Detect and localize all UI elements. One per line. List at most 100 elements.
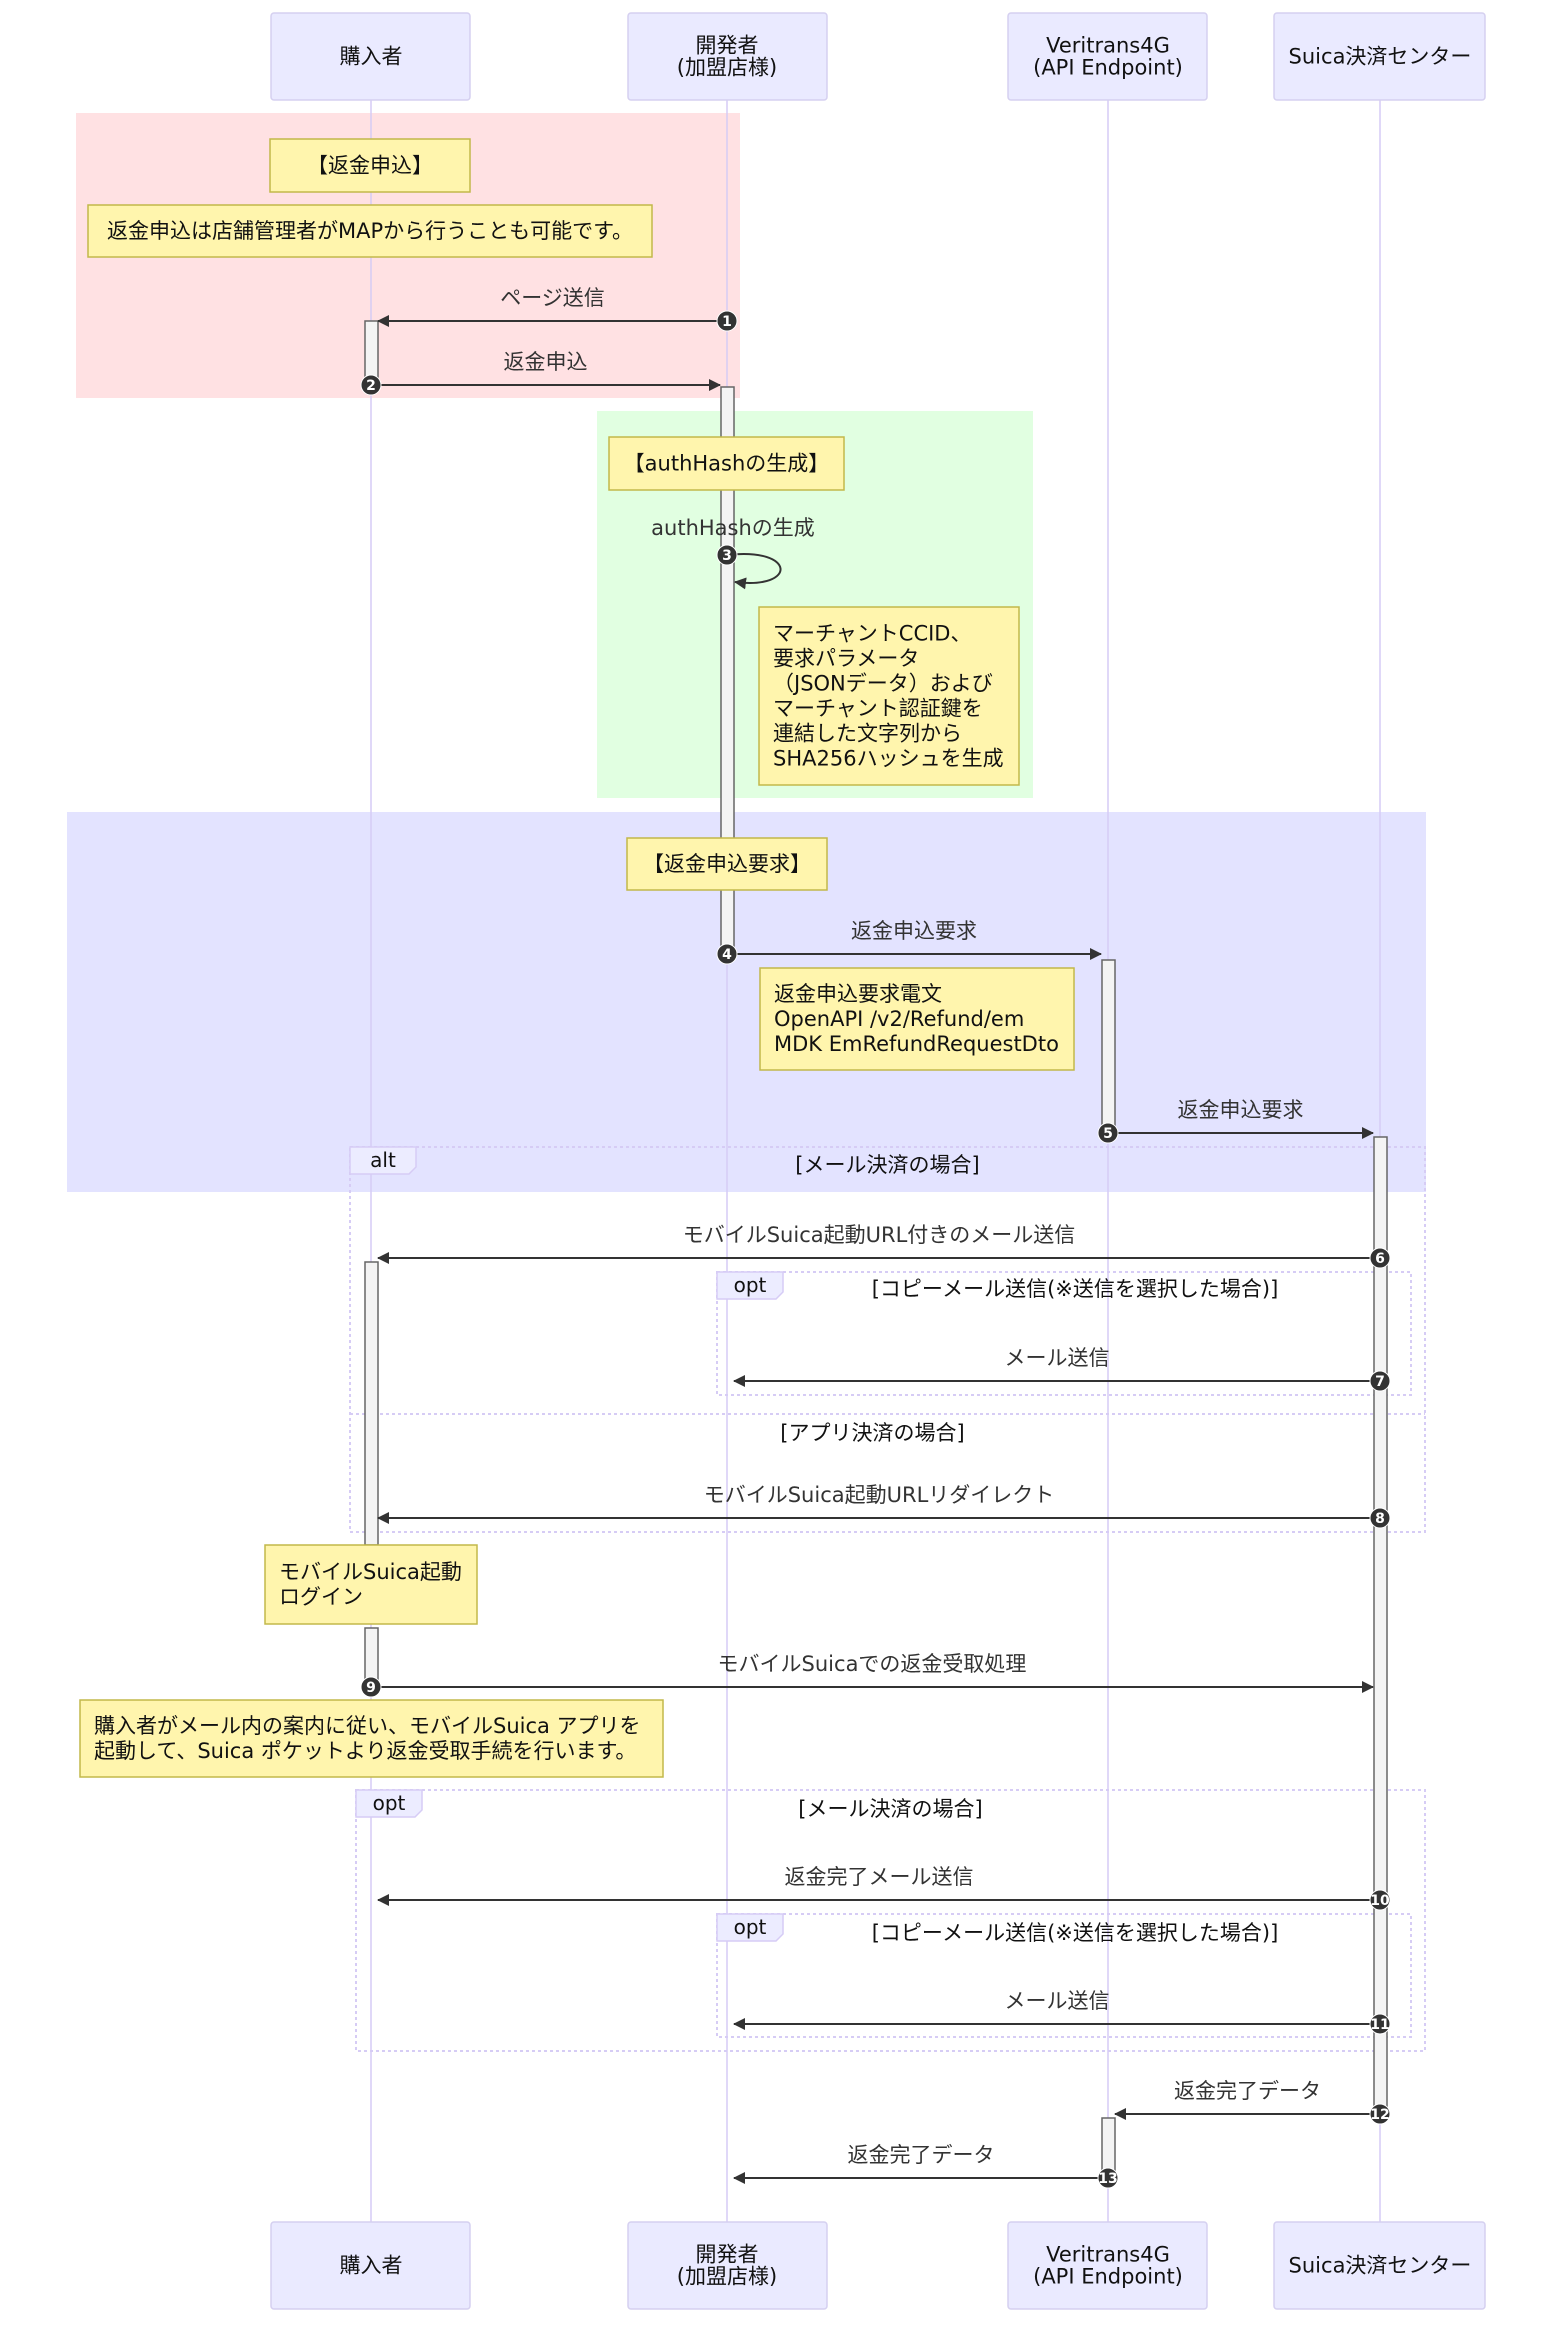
note-text: 【返金申込要求】 [643,852,811,876]
note-text: マーチャントCCID、 [773,622,971,646]
note-box [758,606,1020,786]
message-1: ページ送信 1 [377,286,738,332]
frame-condition: [コピーメール送信(※送信を選択した場合)] [872,1921,1279,1945]
note-box [264,1544,478,1625]
sequence-number-badge [716,544,738,566]
message-label: モバイルSuica起動URL付きのメール送信 [683,1223,1076,1247]
sequence-number: 4 [722,947,732,963]
participant-box [270,2221,471,2310]
sequence-number: 11 [1370,2017,1389,2033]
participant-label: Suica決済センター [1289,45,1472,69]
frame-label-box [716,1913,784,1942]
frame-condition: [メール決済の場合] [795,1153,979,1177]
message-4: 返金申込要求 4 [716,919,1102,965]
note-text: MDK EmRefundRequestDto [774,1032,1059,1056]
message-label: authHashの生成 [651,516,815,540]
frame-label-box [355,1789,423,1818]
participant-vt-top: Veritrans4G(API Endpoint) [1007,12,1208,101]
message-label: メール送信 [1005,1346,1110,1370]
message-label: 返金完了データ [848,2143,995,2167]
message-label: ページ送信 [500,286,605,310]
frame-kind-label: alt [370,1148,396,1172]
participant-box [1007,2221,1208,2310]
sequence-number-badge [360,1676,382,1698]
participant-label: (加盟店様) [677,2265,777,2289]
frame-condition: [メール決済の場合] [798,1797,982,1821]
frame-opt-copy-mail-2: opt[コピーメール送信(※送信を選択した場合)] [716,1913,1412,2038]
sequence-number: 12 [1370,2107,1389,2123]
sequence-number: 6 [1375,1251,1385,1267]
note-text: 【返金申込】 [307,154,433,178]
sequence-number: 3 [722,548,732,564]
note-text: （JSONデータ）および [773,672,993,696]
participant-vt-bottom: Veritrans4G(API Endpoint) [1007,2221,1208,2310]
sequence-number: 9 [366,1680,376,1696]
note-refund-title: 【返金申込】 [269,138,471,193]
frame-condition: [アプリ決済の場合] [780,1421,964,1445]
message-label: 返金申込要求 [1178,1098,1304,1122]
message-label: 返金申込要求 [851,919,977,943]
message-label: 返金完了データ [1174,2079,1321,2103]
note-authhash-detail: マーチャントCCID、要求パラメータ（JSONデータ）およびマーチャント認証鍵を… [758,606,1020,786]
message-label: 返金申込 [504,350,588,374]
participant-dev-top: 開発者(加盟店様) [627,12,828,101]
note-refund-api-title: 【返金申込要求】 [626,837,828,891]
participant-label: Veritrans4G [1046,34,1170,58]
message-label: モバイルSuica起動URLリダイレクト [704,1483,1055,1507]
participant-box [1007,12,1208,101]
participant-label: (API Endpoint) [1033,56,1183,80]
message-6: モバイルSuica起動URL付きのメール送信 6 [377,1223,1391,1269]
message-label: 返金完了メール送信 [785,1865,974,1889]
note-text: OpenAPI /v2/Refund/em [774,1007,1024,1031]
frame-kind-label: opt [373,1791,406,1815]
sequence-number: 1 [722,314,732,330]
frame-border [716,1913,1412,2038]
sequence-number: 10 [1370,1893,1390,1909]
note-text: モバイルSuica起動 [279,1560,462,1584]
frames-layer: alt[メール決済の場合][アプリ決済の場合]opt[コピーメール送信(※送信を… [349,1146,1426,2052]
note-box [608,436,845,491]
activation-bar-buyer [364,1261,379,1546]
frame-label-box [349,1146,417,1175]
self-message-arrow [726,553,782,590]
message-2: 返金申込 2 [360,350,721,396]
note-box [626,837,828,891]
note-text: マーチャント認証鍵を [773,697,983,721]
frame-opt-mail-payment: opt [メール決済の場合] [355,1789,1426,2052]
note-box [79,1699,664,1778]
participant-box [1273,2221,1486,2310]
participant-label: 開発者 [696,34,759,58]
note-text: 返金申込は店舗管理者がMAPから行うことも可能です。 [107,219,633,243]
participant-suica-top: Suica決済センター [1273,12,1486,101]
frame-kind-label: opt [734,1273,767,1297]
note-text: SHA256ハッシュを生成 [773,747,1004,771]
message-label: モバイルSuicaでの返金受取処理 [718,1652,1027,1676]
message-3: authHashの生成 3 [651,516,815,590]
sequence-number-badge [716,943,738,965]
participant-buyer-bottom: 購入者 [270,2221,471,2310]
message-12: 返金完了データ 12 [1114,2079,1391,2125]
sequence-number-badge [1369,1889,1391,1911]
participant-suica-bottom: Suica決済センター [1273,2221,1486,2310]
participant-label: Veritrans4G [1046,2243,1170,2267]
frame-border [349,1146,1426,1533]
note-text: 返金申込要求電文 [774,982,942,1006]
participant-box [627,2221,828,2310]
sequence-number-badge [1097,1122,1119,1144]
participant-label: 購入者 [340,2254,403,2278]
participant-label: (加盟店様) [677,56,777,80]
note-box [759,967,1075,1071]
sequence-number-badge [716,310,738,332]
sequence-number: 2 [366,378,376,394]
note-text: 連結した文字列から [773,722,962,746]
sequence-number-badge [1369,1370,1391,1392]
activation-bar-suica [1373,1136,1388,2115]
actors-layer: 購入者購入者開発者(加盟店様)開発者(加盟店様)Veritrans4G(API … [270,12,1486,2310]
sequence-number-badge [360,374,382,396]
